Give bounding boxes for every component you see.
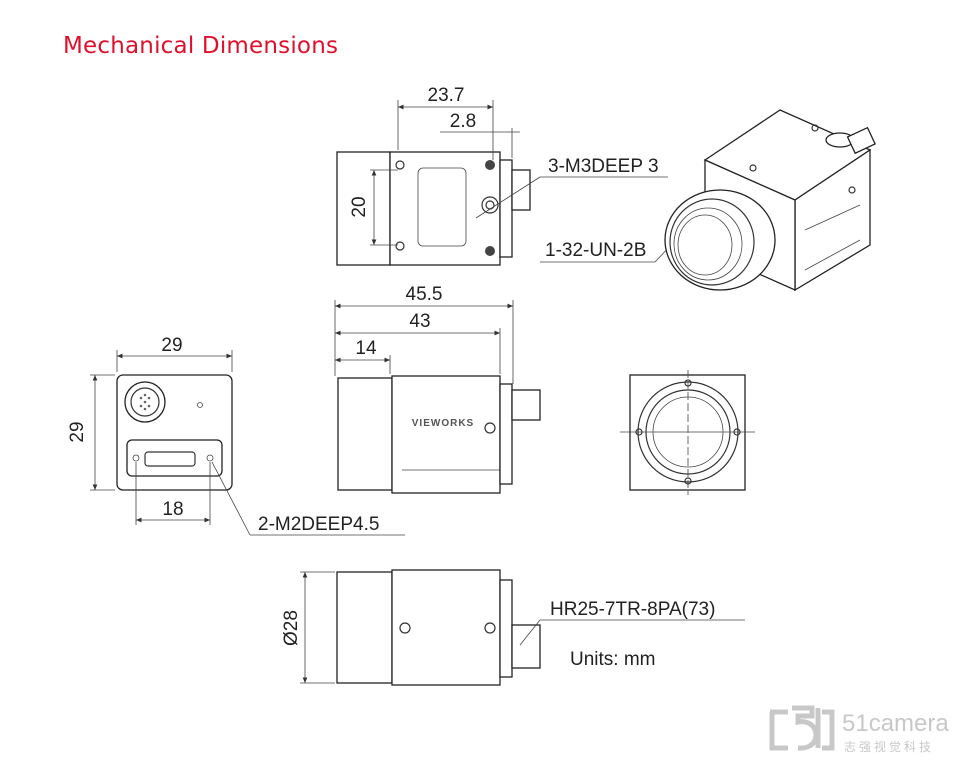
- label-1-32-un-2b: 1-32-UN-2B: [545, 240, 646, 261]
- isometric-view: [664, 109, 876, 292]
- watermark-subtitle: 志强视觉科技: [844, 739, 934, 754]
- label-connector: HR25-7TR-8PA(73): [550, 599, 715, 620]
- dim-18: 18: [162, 499, 183, 520]
- top-view: 23.7 2.8 20 3-M3DEEP 3 1-32-UN-2B: [336, 85, 691, 266]
- dim-45-5: 45.5: [406, 284, 443, 305]
- dim-23-7: 23.7: [428, 85, 465, 106]
- watermark-brand: 51camera: [842, 710, 949, 737]
- dim-diameter-28: Ø28: [281, 610, 302, 646]
- dim-width-29: 29: [161, 335, 182, 356]
- dim-43: 43: [409, 311, 430, 332]
- bottom-view: Ø28 HR25-7TR-8PA(73) Units: mm: [281, 569, 745, 686]
- brand-logo: VIEWORKS: [412, 418, 474, 429]
- lens-end-view: [620, 370, 755, 495]
- dim-height-29: 29: [67, 421, 88, 442]
- label-2-m2deep: 2-M2DEEP4.5: [258, 514, 379, 535]
- side-view: VIEWORKS 45.5 43 14: [334, 284, 541, 494]
- units-label: Units: mm: [570, 649, 656, 670]
- page-title: Mechanical Dimensions: [63, 33, 339, 59]
- dim-14: 14: [355, 338, 377, 359]
- dim-2-8: 2.8: [450, 111, 476, 132]
- watermark-logo: 51camera 志强视觉科技: [769, 705, 949, 754]
- front-view: 29 29 18 2-M2DEEP4.5: [67, 335, 405, 536]
- dim-20: 20: [349, 196, 370, 217]
- label-3-m3deep: 3-M3DEEP 3: [548, 156, 659, 177]
